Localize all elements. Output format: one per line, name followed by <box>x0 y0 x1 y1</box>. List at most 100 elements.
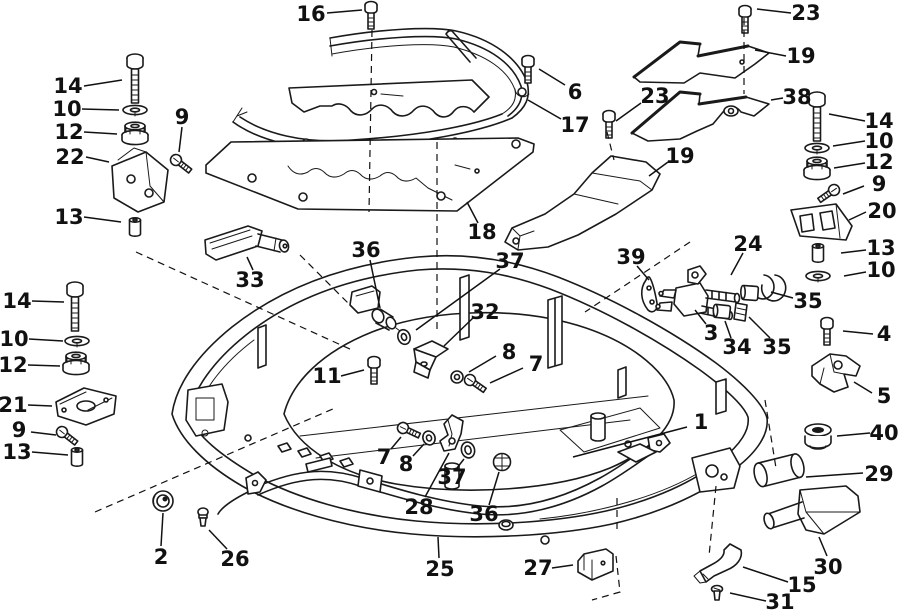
callout-29: 29 <box>864 462 893 486</box>
leader-line-26 <box>208 529 228 550</box>
leader-line-36 <box>369 259 381 309</box>
leader-line-9 <box>178 126 183 153</box>
callout-39: 39 <box>616 245 645 269</box>
leader-line-34 <box>724 320 732 339</box>
leader-line-8 <box>412 443 425 457</box>
leader-line-38 <box>770 97 784 101</box>
callout-23: 23 <box>640 84 669 108</box>
leader-line-36 <box>488 471 500 506</box>
part-21-bracket <box>55 387 117 426</box>
part-9-screw <box>815 181 843 206</box>
leader-line-15 <box>742 566 789 583</box>
leader-line-12 <box>27 364 61 367</box>
rib <box>257 324 267 369</box>
callout-27: 27 <box>523 556 552 580</box>
leader-line-12 <box>83 131 118 135</box>
part-20-bracket <box>790 203 853 241</box>
leader-line-29 <box>805 472 864 478</box>
leader-line-35 <box>748 316 771 339</box>
callout-2: 2 <box>154 545 169 569</box>
leader-line-19 <box>754 49 787 57</box>
callout-12: 12 <box>0 353 28 377</box>
callout-37: 37 <box>495 249 524 273</box>
leader-line-2 <box>160 512 164 547</box>
callout-24: 24 <box>733 232 762 256</box>
alignment-guide-7 <box>708 485 717 557</box>
part-8-washer <box>450 370 464 384</box>
callout-34: 34 <box>722 335 751 359</box>
callout-35: 35 <box>762 335 791 359</box>
leader-line-14 <box>83 79 123 87</box>
leader-line-27 <box>551 564 574 569</box>
leader-line-17 <box>527 99 562 120</box>
callout-5: 5 <box>877 384 892 408</box>
steering-linkage <box>217 433 671 516</box>
part-9-screw <box>53 423 81 449</box>
part-26-pin <box>197 507 209 527</box>
leader-line-19 <box>648 161 669 177</box>
leader-line-21 <box>27 404 53 407</box>
part-24-connector-assembly <box>640 265 787 322</box>
part-13-spacer <box>811 243 825 264</box>
part-8-washer <box>422 430 436 446</box>
part-37-grommet <box>395 327 411 346</box>
leader-line-10 <box>832 140 866 147</box>
callout-40: 40 <box>869 421 898 445</box>
gasket <box>288 79 490 118</box>
callout-21: 21 <box>0 393 28 417</box>
callout-1: 1 <box>694 410 709 434</box>
leader-line-30 <box>818 536 828 557</box>
part-1-cover-interior <box>283 311 675 491</box>
guide-line-layer <box>94 18 777 557</box>
part-35-retainer-ring <box>760 274 787 302</box>
part-31-screw <box>710 584 724 601</box>
alignment-guide-5 <box>94 407 336 513</box>
leader-line-23 <box>615 102 642 122</box>
leader-line-39 <box>636 265 650 281</box>
leader-line-24 <box>730 252 744 276</box>
leader-line-14 <box>31 300 65 303</box>
part-23-screw <box>602 109 616 139</box>
part-28-clamp <box>439 414 464 452</box>
callout-8: 8 <box>502 340 517 364</box>
callout-22: 22 <box>55 145 84 169</box>
callout-4: 4 <box>877 322 892 346</box>
leader-line-10 <box>843 271 867 277</box>
rib <box>547 295 563 369</box>
part-35-clip <box>733 302 748 322</box>
callout-35: 35 <box>793 289 822 313</box>
callout-14: 14 <box>864 109 893 133</box>
callout-11: 11 <box>312 364 341 388</box>
callout-26: 26 <box>220 547 249 571</box>
callout-14: 14 <box>2 289 31 313</box>
callout-38: 38 <box>782 85 811 109</box>
rib <box>715 378 727 415</box>
part-13-spacer <box>70 446 84 468</box>
part-13-spacer <box>128 217 142 237</box>
part-16-bolt <box>364 0 378 30</box>
leader-line-7 <box>489 367 524 384</box>
leader-line-32 <box>443 317 474 347</box>
leader-line-10 <box>28 338 64 342</box>
part-38-plate <box>630 90 770 142</box>
leader-line-9 <box>842 185 865 195</box>
part-12-grommet <box>121 121 149 146</box>
leader-line-20 <box>848 211 867 221</box>
part-10-washer <box>804 142 830 155</box>
part-14-bolt <box>126 53 144 104</box>
leader-line-37 <box>415 268 501 331</box>
leader-line-28 <box>424 452 450 498</box>
part-10-washer <box>64 335 90 348</box>
leader-line-13 <box>840 249 867 254</box>
part-12-grommet <box>803 156 831 181</box>
leader-line-7 <box>390 436 402 450</box>
part-3-fuel-connector <box>655 265 741 321</box>
callout-31: 31 <box>765 590 794 612</box>
callout-3: 3 <box>704 321 719 345</box>
nose-pocket <box>185 383 229 437</box>
part-12-grommet <box>62 351 90 376</box>
part-34-plug <box>712 303 732 320</box>
callout-37: 37 <box>437 465 466 489</box>
leader-line-35 <box>770 291 794 299</box>
callout-10: 10 <box>866 258 895 282</box>
